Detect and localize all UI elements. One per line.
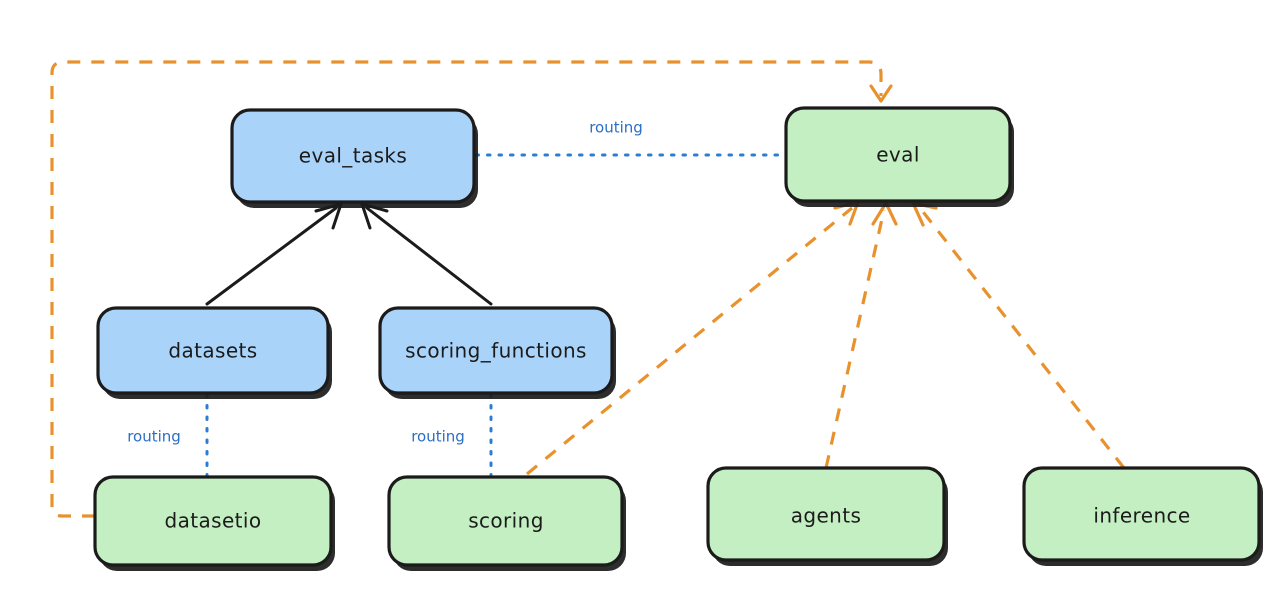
node-inference-label: inference [1093,504,1190,528]
edge-datasets-to-datasetio: routing [127,392,209,478]
edge-label-routing-datasetio: routing [127,428,181,446]
edge-scoring-functions-to-eval-tasks [360,202,493,306]
edge-inference-to-eval [911,201,1126,469]
node-eval-tasks[interactable]: eval_tasks [230,108,478,208]
node-datasetio-label: datasetio [164,509,261,533]
edge-path-inference-eval [918,207,1126,469]
edge-path-agents-eval [824,209,886,469]
edge-path-scoringfunctions-evaltasks [365,206,493,306]
node-inference-body[interactable] [1022,466,1261,562]
node-scoring-body[interactable] [387,475,624,567]
node-scoring-functions[interactable]: scoring_functions [378,306,616,399]
node-scoring-functions-body[interactable] [378,306,614,395]
node-datasets[interactable]: datasets [96,306,332,399]
node-agents-label: agents [791,504,862,528]
edge-path-datasetio-eval [50,60,883,518]
edge-label-routing-scoring: routing [411,428,465,446]
node-agents-body[interactable] [706,466,946,562]
node-scoring[interactable]: scoring [387,475,626,571]
node-scoring-label: scoring [468,509,544,533]
edge-label-routing-eval: routing [589,119,643,137]
edge-path-datasets-evaltasks [205,206,338,306]
edge-eval-tasks-to-eval: routing [474,119,786,157]
node-datasets-label: datasets [168,339,257,363]
node-eval-tasks-label: eval_tasks [299,144,407,168]
node-agents[interactable]: agents [706,466,948,566]
node-eval-label: eval [876,143,920,167]
node-inference[interactable]: inference [1022,466,1263,566]
arrowhead-datasetio-eval [869,84,893,103]
node-scoring-functions-label: scoring_functions [405,339,587,363]
node-eval[interactable]: eval [784,106,1014,207]
node-eval-body[interactable] [784,106,1012,203]
edge-datasets-to-eval-tasks [205,202,343,306]
node-datasets-body[interactable] [96,306,330,395]
node-eval-tasks-body[interactable] [230,108,476,204]
node-datasetio[interactable]: datasetio [93,475,335,571]
edge-scoring-functions-to-scoring: routing [411,392,493,478]
edge-agents-to-eval [824,201,898,469]
edge-datasetio-to-eval [50,60,893,518]
node-datasetio-body[interactable] [93,475,333,567]
